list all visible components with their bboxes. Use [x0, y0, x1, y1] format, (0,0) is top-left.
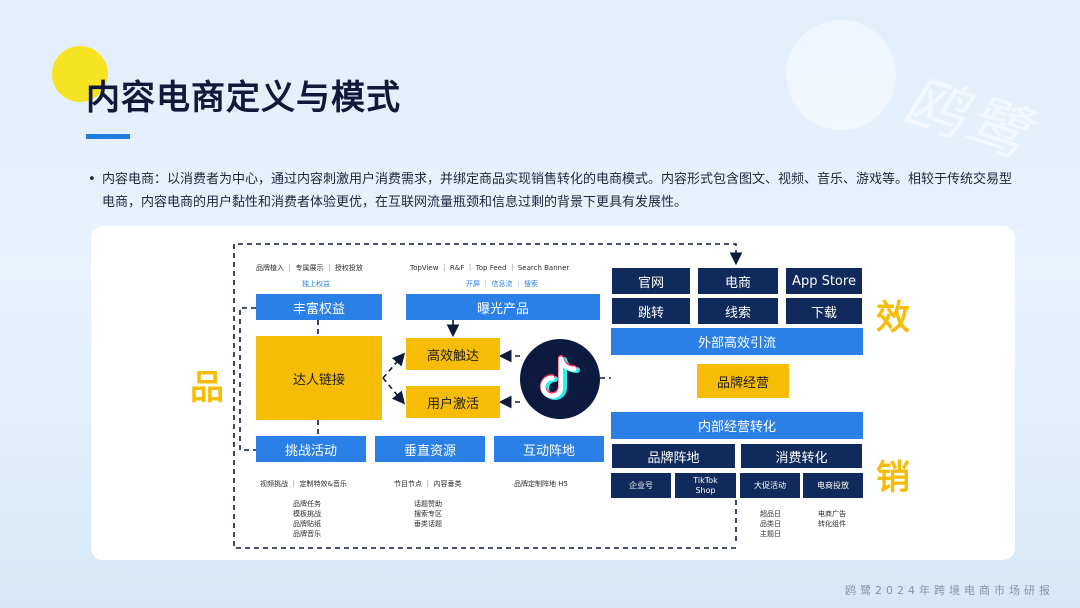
list-brand-items: 品牌任务 模板挑战 品牌贴纸 品牌音乐	[293, 499, 321, 539]
left-bottom-note-2: 节目节点 ｜ 内容垂类	[394, 480, 462, 488]
exposure-products-box: 曝光产品	[406, 294, 600, 320]
external-traffic-box: 外部高效引流	[611, 328, 863, 355]
list-item: 垂类话题	[414, 520, 442, 528]
list-item: 品类日	[760, 520, 781, 528]
grid-ecommerce: 电商	[697, 267, 779, 295]
label-xiao: 效	[876, 298, 910, 338]
description-text: 内容电商：以消费者为中心，通过内容刺激用户消费需求，并绑定商品实现销售转化的电商…	[102, 172, 1013, 210]
list-item: 品牌任务	[293, 500, 321, 508]
rich-rights-box: 丰富权益	[256, 294, 382, 320]
interactive-position-box: 互动阵地	[494, 436, 604, 462]
middle-top-note-1: TopView ｜ R&F ｜ Top Feed ｜ Search Banner	[410, 264, 570, 272]
left-top-note-2: 独上权益	[302, 280, 330, 288]
sub-tiktok-shop: TikTok Shop	[675, 473, 736, 498]
page-title: 内容电商定义与模式	[86, 78, 401, 118]
consumer-conversion-box: 消费转化	[740, 443, 863, 469]
description: • 内容电商：以消费者为中心，通过内容刺激用户消费需求，并绑定商品实现销售转化的…	[88, 168, 1023, 214]
sub-promotion: 大促活动	[740, 473, 800, 498]
grid-redirect: 跳转	[611, 297, 691, 325]
list-item: 转化组件	[818, 520, 846, 528]
grid-official-site: 官网	[611, 267, 691, 295]
list-item: 电商广告	[818, 510, 846, 518]
tiktok-logo-icon	[520, 339, 600, 419]
list-item: 品牌贴纸	[293, 520, 321, 528]
challenge-box: 挑战活动	[256, 436, 366, 462]
sub-ecommerce-ads: 电商投放	[803, 473, 863, 498]
list-item: 话题赞助	[414, 500, 442, 508]
left-bottom-note-3: 品牌定制阵地 H5	[514, 480, 568, 488]
list-ad-items: 电商广告 转化组件	[818, 509, 846, 529]
left-top-note-1: 品牌植入 ｜ 专属展示 ｜ 授权投放	[256, 264, 363, 272]
left-bottom-note-1: 视频挑战 ｜ 定制特效&音乐	[260, 480, 347, 488]
title-underline	[86, 134, 130, 139]
middle-top-note-2: 开屏 ｜ 信息流 ｜ 搜索	[466, 280, 538, 288]
grid-leads: 线索	[697, 297, 779, 325]
list-item: 主题日	[760, 530, 781, 538]
brand-operation-box: 品牌经营	[697, 364, 789, 398]
efficient-reach-box: 高效触达	[406, 338, 500, 370]
list-item: 模板挑战	[293, 510, 321, 518]
list-topic-items: 话题赞助 搜索专区 垂类话题	[414, 499, 442, 529]
decorative-dot	[52, 46, 108, 102]
grid-download: 下载	[785, 297, 863, 325]
talent-link-box: 达人链接	[256, 336, 382, 420]
vertical-resources-box: 垂直资源	[375, 436, 485, 462]
bullet-icon: •	[88, 172, 96, 187]
footer-text: 鸥鹭2024年跨境电商市场研报	[845, 584, 1054, 597]
internal-conversion-box: 内部经营转化	[611, 412, 863, 439]
sub-enterprise-account: 企业号	[611, 473, 671, 498]
list-item: 品牌音乐	[293, 530, 321, 538]
brand-position-box: 品牌阵地	[611, 443, 736, 469]
label-pin: 品	[190, 368, 224, 408]
watermark-logo-icon	[786, 20, 896, 130]
user-activation-box: 用户激活	[406, 386, 500, 418]
list-item: 超品日	[760, 510, 781, 518]
list-day-items: 超品日 品类日 主题日	[760, 509, 781, 539]
list-item: 搜索专区	[414, 510, 442, 518]
grid-app-store: App Store	[785, 267, 863, 295]
label-xiao2: 销	[876, 458, 910, 498]
